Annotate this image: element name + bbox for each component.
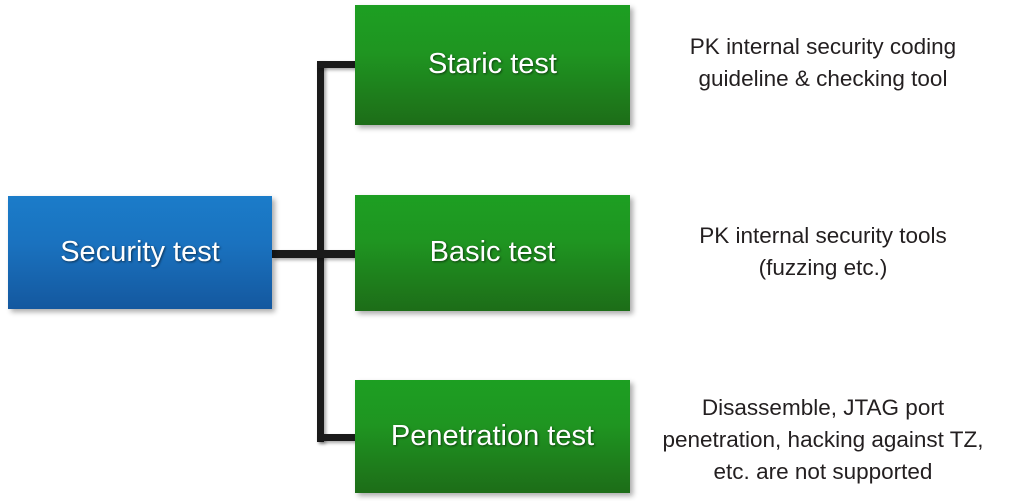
annotation-line: guideline & checking tool [698,65,948,91]
node-security-test[interactable]: Security test [8,196,272,309]
node-basic-test-label: Basic test [429,236,556,269]
annotation-line: PK internal security tools [699,223,947,248]
annotation-line: (fuzzing etc.) [758,254,888,280]
annotation-line: PK internal security coding [689,34,957,59]
annotation-line: Disassemble, JTAG port [701,395,945,420]
node-basic-test[interactable]: Basic test [355,195,630,311]
node-penetration-test-label: Penetration test [390,419,595,452]
connector-branch-basic [272,250,361,258]
node-penetration-test[interactable]: Penetration test [355,380,630,493]
node-staric-test[interactable]: Staric test [355,5,630,125]
annotation-basic-test: PK internal security tools (fuzzing etc.… [648,220,998,284]
annotation-line: penetration, hacking against TZ, [662,426,984,452]
annotation-line: etc. are not supported [713,458,933,484]
node-security-test-label: Security test [60,235,220,268]
connector-branch-staric [317,61,361,68]
connector-branch-penetration [317,434,361,441]
annotation-penetration-test: Disassemble, JTAG port penetration, hack… [648,392,998,488]
node-staric-test-label: Staric test [428,48,557,81]
annotation-staric-test: PK internal security coding guideline & … [648,31,998,95]
